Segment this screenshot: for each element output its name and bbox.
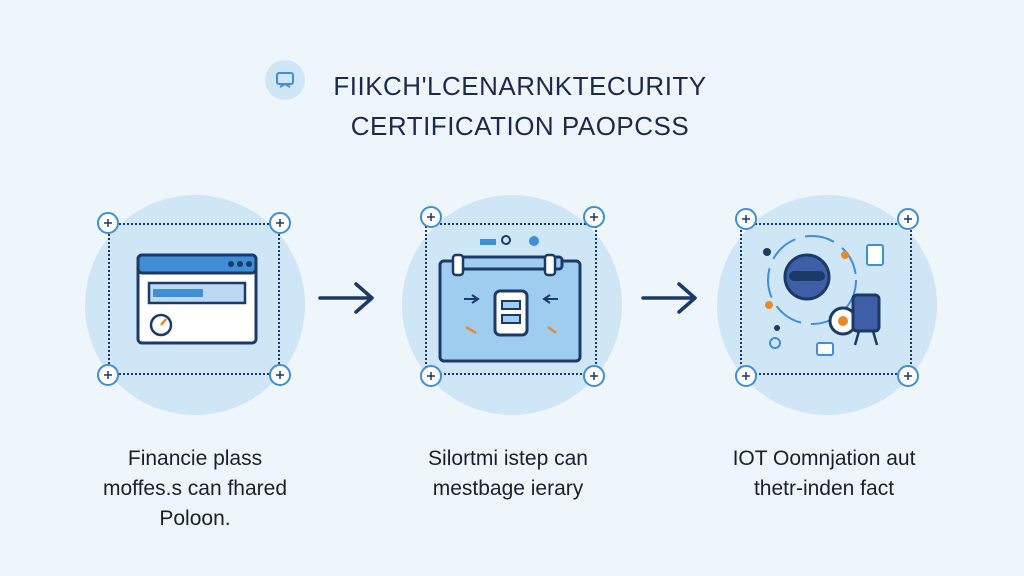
step-3-caption: IOT Oomnjation aut thetr-inden fact (684, 444, 964, 504)
step-1-caption: Financie plass moffes.s can fhared Poloo… (55, 444, 335, 534)
page-title: FIIKCH'LCENARNKTECURITY CERTIFICATION PA… (320, 66, 720, 146)
corner-node-icon (583, 365, 605, 387)
title-line-2: CERTIFICATION PAOPCSS (350, 111, 690, 141)
caption-line: mestbage ierary (432, 477, 584, 500)
corner-node-icon (583, 206, 605, 228)
right-arrow-icon (318, 282, 374, 314)
title-line-1: FIIKCH'LCENARNKTECURITY (333, 71, 707, 101)
corner-node-icon (269, 364, 291, 386)
safe-vault-icon (438, 235, 582, 363)
caption-line: moffes.s can fhared (102, 477, 288, 500)
right-arrow-icon (641, 282, 697, 314)
dotted-frame (425, 223, 597, 375)
corner-node-icon (735, 365, 757, 387)
corner-node-icon (897, 208, 919, 230)
corner-node-icon (97, 364, 119, 386)
step-3 (717, 195, 937, 415)
corner-node-icon (420, 365, 442, 387)
caption-line: Silortmi istep can (428, 447, 588, 470)
step-2-caption: Silortmi istep can mestbage ierary (368, 444, 648, 504)
corner-node-icon (97, 212, 119, 234)
step-1 (85, 195, 305, 415)
caption-line: Poloon. (159, 507, 231, 530)
caption-line: thetr-inden fact (753, 477, 895, 500)
corner-node-icon (269, 212, 291, 234)
caption-line: IOT Oomnjation aut (732, 447, 916, 470)
corner-node-icon (735, 208, 757, 230)
dotted-frame (108, 223, 280, 375)
browser-window-icon (136, 253, 258, 345)
caption-line: Financie plass (127, 447, 263, 470)
corner-node-icon (897, 365, 919, 387)
step-2 (402, 195, 622, 415)
dotted-frame (740, 223, 912, 375)
certificate-icon (265, 60, 305, 100)
iot-network-icon (763, 235, 884, 356)
corner-node-icon (420, 206, 442, 228)
